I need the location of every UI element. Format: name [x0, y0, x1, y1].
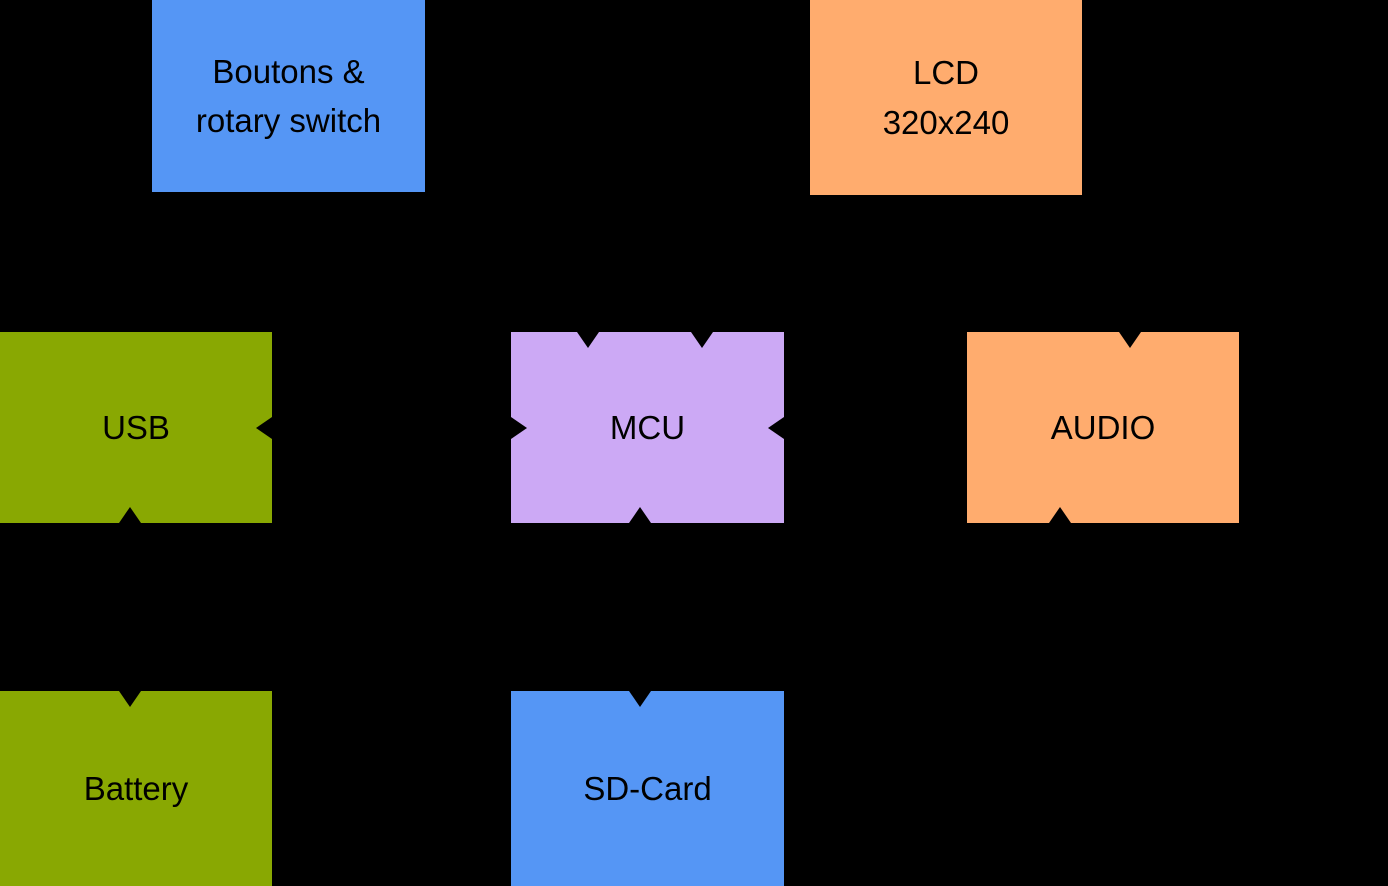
node-boutons-rotary-switch: Boutons & rotary switch	[152, 0, 425, 192]
arrowhead-into-mcu-left	[511, 417, 527, 439]
node-usb: USB	[0, 332, 272, 523]
node-audio: AUDIO	[967, 332, 1239, 523]
node-lcd-label: LCD 320x240	[882, 54, 1010, 141]
arrowhead-into-mcu-right	[768, 417, 784, 439]
node-sd-card-label: SD-Card	[583, 769, 712, 807]
node-mcu-label: MCU	[609, 408, 686, 446]
arrowhead-into-mcu-top-1	[577, 332, 599, 348]
node-sd-card: SD-Card	[511, 691, 784, 886]
arrowhead-into-mcu-top-2	[691, 332, 713, 348]
arrowhead-into-sd-card-top	[629, 691, 651, 707]
arrowhead-into-mcu-bottom	[629, 507, 651, 523]
node-mcu: MCU	[511, 332, 784, 523]
arrowhead-into-battery-top	[119, 691, 141, 707]
node-boutons-label: Boutons & rotary switch	[195, 52, 382, 140]
node-usb-label: USB	[102, 408, 170, 446]
arrowhead-into-audio-bottom	[1049, 507, 1071, 523]
node-battery: Battery	[0, 691, 272, 886]
node-lcd: LCD 320x240	[810, 0, 1082, 195]
node-audio-label: AUDIO	[1050, 408, 1156, 446]
arrowhead-into-usb-right	[256, 417, 272, 439]
arrowhead-into-audio-top	[1119, 332, 1141, 348]
node-battery-label: Battery	[83, 769, 189, 807]
arrowhead-into-usb-bottom	[119, 507, 141, 523]
